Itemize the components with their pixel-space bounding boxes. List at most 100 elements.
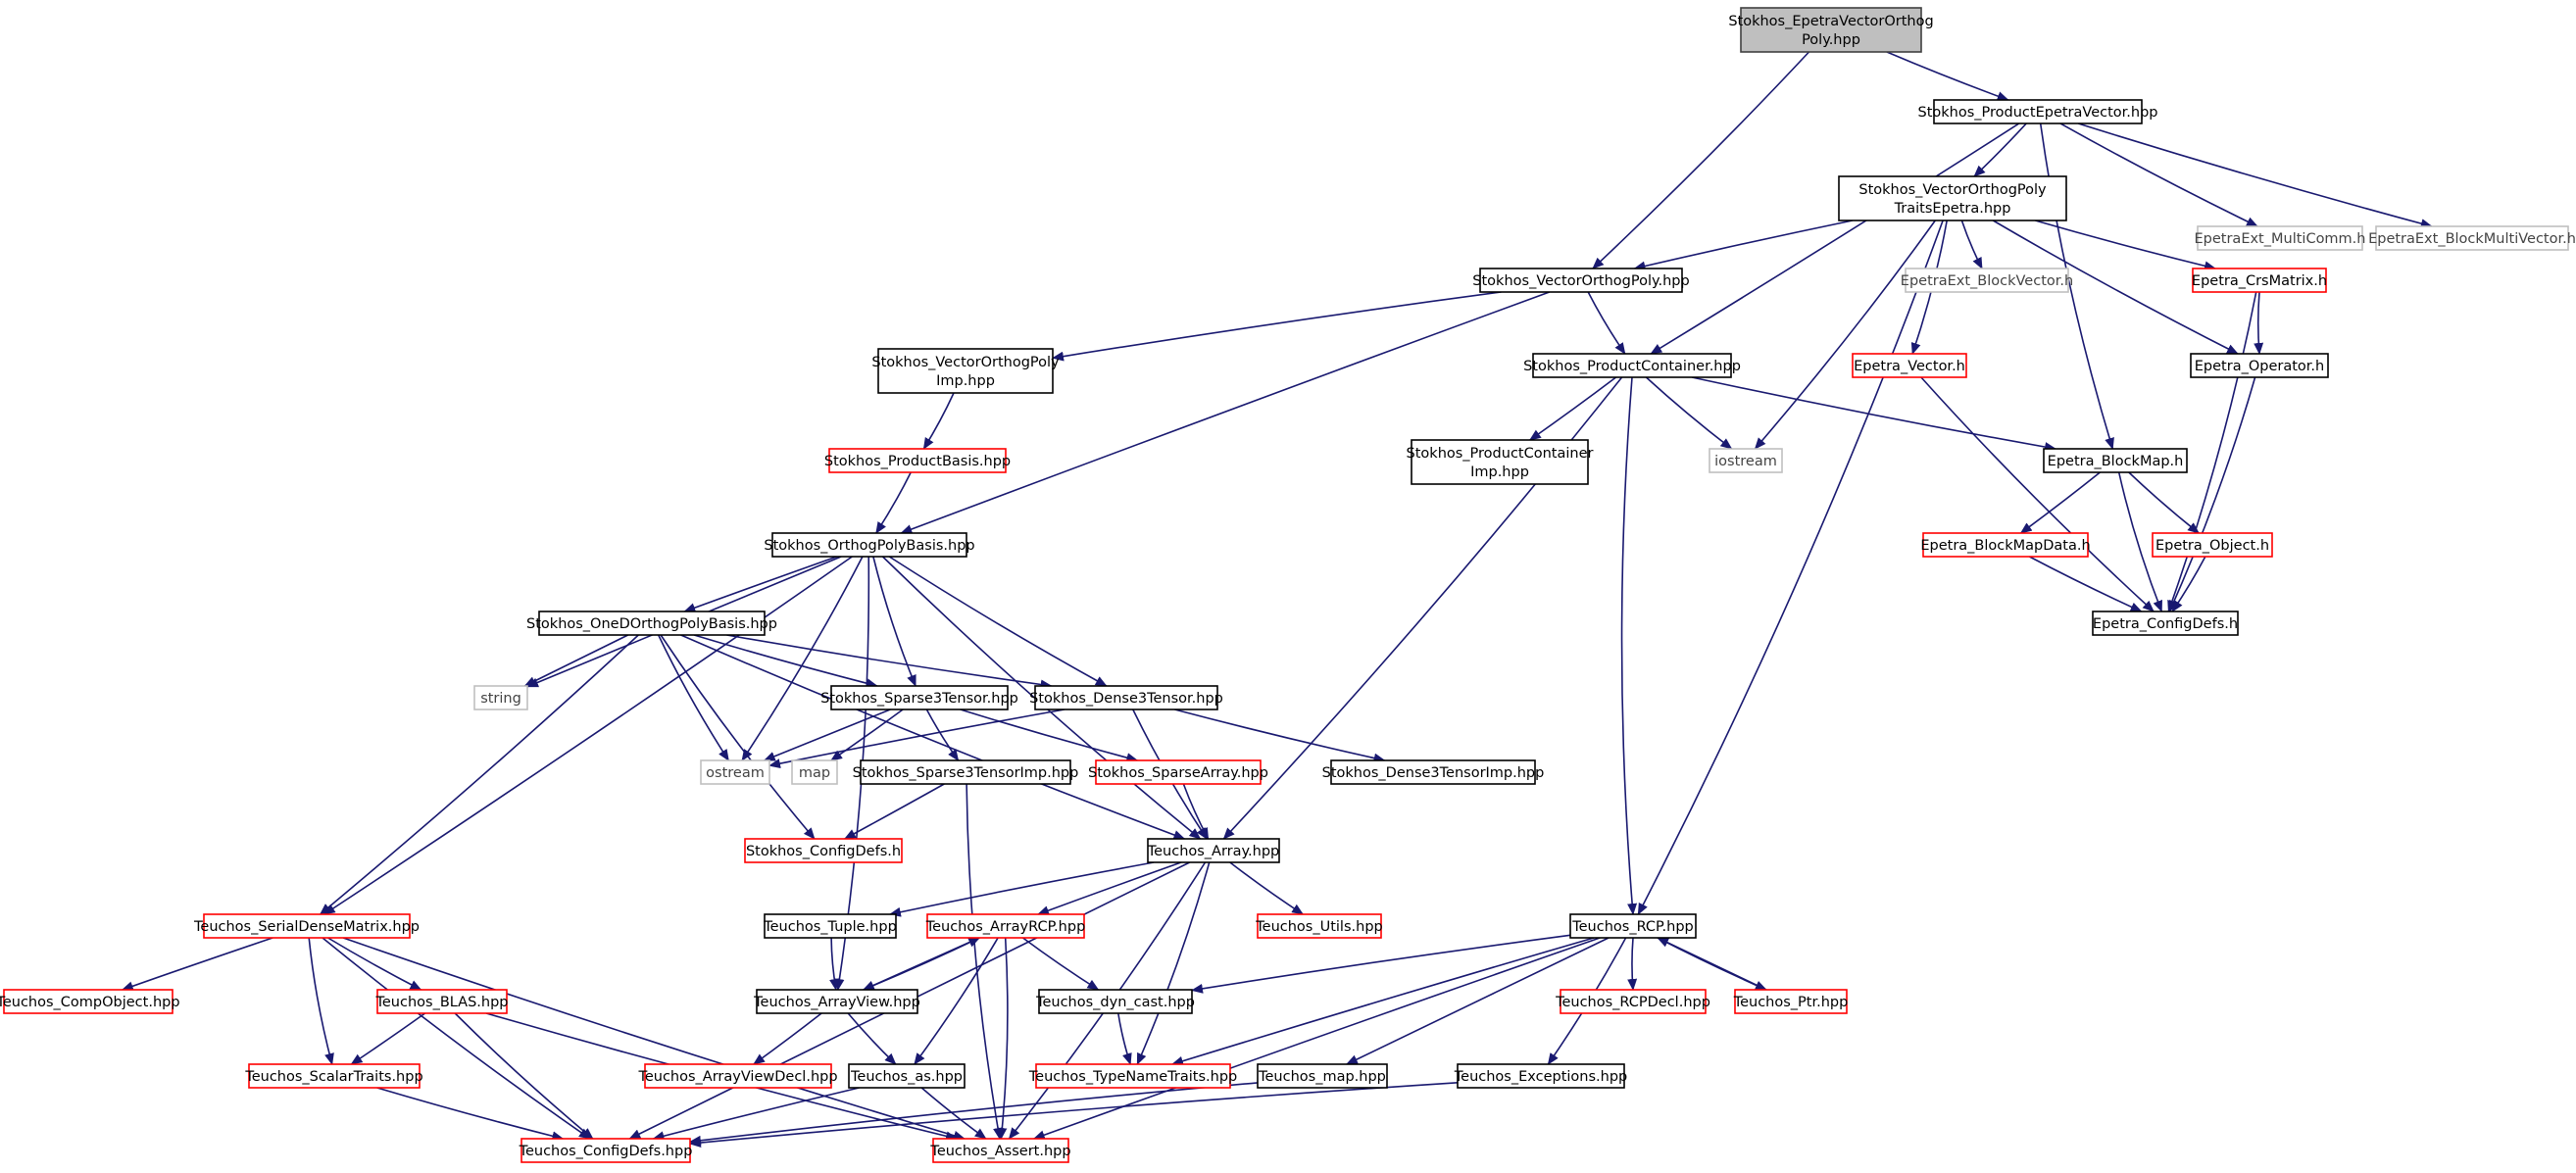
node-pev[interactable]: Stokhos_ProductEpetraVector.hpp <box>1918 99 2158 124</box>
edge-pc-to-rcp <box>1620 376 1638 915</box>
node-box <box>791 759 838 785</box>
node-onedopb[interactable]: Stokhos_OneDOrthogPolyBasis.hpp <box>526 611 777 636</box>
edge-votpe-to-eop <box>1992 220 2239 355</box>
node-label: Stokhos_Dense3TensorImp.hpp <box>1322 765 1545 781</box>
node-blas[interactable]: Teuchos_BLAS.hpp <box>374 989 509 1014</box>
node-label: Poly.hpp <box>1802 32 1860 48</box>
node-blockvec: EpetraExt_BlockVector.h <box>1901 268 2073 293</box>
node-d3timp[interactable]: Stokhos_Dense3TensorImp.hpp <box>1322 759 1545 785</box>
node-d3t[interactable]: Stokhos_Dense3Tensor.hpp <box>1029 685 1223 710</box>
node-box <box>1734 989 1848 1014</box>
edge-eobj-to-econfig <box>2171 556 2206 612</box>
node-label: Epetra_Operator.h <box>2195 359 2324 374</box>
node-box <box>3 989 173 1014</box>
node-sconfig[interactable]: Stokhos_ConfigDefs.h <box>744 838 903 863</box>
node-box <box>744 838 903 863</box>
node-tconfig[interactable]: Teuchos_ConfigDefs.hpp <box>519 1138 693 1163</box>
node-box <box>828 448 1007 473</box>
node-avdecl[interactable]: Teuchos_ArrayViewDecl.hpp <box>637 1063 838 1089</box>
node-label: Imp.hpp <box>936 373 995 389</box>
node-arcp[interactable]: Teuchos_ArrayRCP.hpp <box>925 913 1086 939</box>
edge-pev-to-blockmap <box>2039 122 2114 450</box>
node-s3timp[interactable]: Stokhos_Sparse3TensorImp.hpp <box>853 759 1079 785</box>
node-label: Stokhos_ConfigDefs.h <box>746 844 901 859</box>
node-label: Teuchos_ArrayRCP.hpp <box>925 919 1086 935</box>
node-label: Teuchos_ArrayView.hpp <box>753 995 920 1010</box>
node-eobj[interactable]: Epetra_Object.h <box>2152 532 2273 558</box>
node-box <box>520 1138 691 1163</box>
node-pb[interactable]: Stokhos_ProductBasis.hpp <box>824 448 1011 473</box>
node-eop[interactable]: Epetra_Operator.h <box>2190 353 2329 378</box>
node-box <box>771 532 967 558</box>
node-vop[interactable]: Stokhos_VectorOrthogPoly.hpp <box>1472 268 1690 293</box>
edge-as-to-assert <box>920 1087 987 1140</box>
node-box <box>756 989 918 1014</box>
node-sparr[interactable]: Stokhos_SparseArray.hpp <box>1088 759 1268 785</box>
node-rcp[interactable]: Teuchos_RCP.hpp <box>1569 913 1697 939</box>
node-crs[interactable]: Epetra_CrsMatrix.h <box>2192 268 2327 293</box>
node-box <box>2152 532 2273 558</box>
node-blockmap[interactable]: Epetra_BlockMap.h <box>2043 448 2188 473</box>
edge-root-to-pev <box>1886 51 2009 101</box>
node-ptr[interactable]: Teuchos_Ptr.hpp <box>1733 989 1849 1014</box>
node-tarray[interactable]: Teuchos_Array.hpp <box>1147 838 1280 863</box>
node-box <box>2190 353 2329 378</box>
node-assert[interactable]: Teuchos_Assert.hpp <box>929 1138 1071 1163</box>
node-label: Teuchos_Assert.hpp <box>929 1144 1070 1159</box>
node-box <box>848 1063 966 1089</box>
node-aview[interactable]: Teuchos_ArrayView.hpp <box>753 989 920 1014</box>
node-box <box>1933 99 2143 124</box>
node-box <box>1330 759 1536 785</box>
node-econfig[interactable]: Epetra_ConfigDefs.h <box>2092 611 2239 636</box>
edge-aview-to-arcp <box>863 937 981 991</box>
node-tuple[interactable]: Teuchos_Tuple.hpp <box>763 913 897 939</box>
node-box <box>2043 448 2188 473</box>
node-label: Imp.hpp <box>1470 464 1529 480</box>
node-label: Teuchos_BLAS.hpp <box>374 995 508 1010</box>
edge-as-to-tconfig <box>652 1087 860 1142</box>
node-tmap[interactable]: Teuchos_map.hpp <box>1257 1063 1388 1089</box>
node-label: map <box>799 765 830 781</box>
node-tnt[interactable]: Teuchos_TypeNameTraits.hpp <box>1028 1063 1237 1089</box>
edge-pc-to-pcimp <box>1528 376 1617 441</box>
node-dyncast[interactable]: Teuchos_dyn_cast.hpp <box>1035 989 1195 1014</box>
node-opb[interactable]: Stokhos_OrthogPolyBasis.hpp <box>764 532 975 558</box>
node-box <box>1038 989 1193 1014</box>
edge-tarray-to-tuple <box>888 861 1155 917</box>
node-utils[interactable]: Teuchos_Utils.hpp <box>1255 913 1383 939</box>
node-label: Stokhos_ProductBasis.hpp <box>824 454 1011 469</box>
edge-exc-to-tconfig <box>689 1082 1459 1149</box>
node-sdm[interactable]: Teuchos_SerialDenseMatrix.hpp <box>193 913 420 939</box>
node-box <box>877 348 1054 394</box>
edge-pev-to-pc <box>1650 122 2020 355</box>
node-box <box>1905 268 2069 293</box>
node-label: TraitsEpetra.hpp <box>1894 201 2011 217</box>
node-label: EpetraExt_MultiComm.h <box>2195 231 2366 247</box>
node-as[interactable]: Teuchos_as.hpp <box>848 1063 966 1089</box>
node-rcpdecl[interactable]: Teuchos_RCPDecl.hpp <box>1555 989 1710 1014</box>
node-string: string <box>473 685 528 710</box>
node-evec[interactable]: Epetra_Vector.h <box>1852 353 1967 378</box>
node-bmd[interactable]: Epetra_BlockMapData.h <box>1920 532 2091 558</box>
node-pc[interactable]: Stokhos_ProductContainer.hpp <box>1523 353 1741 378</box>
node-label: iostream <box>1714 454 1777 469</box>
node-s3t[interactable]: Stokhos_Sparse3Tensor.hpp <box>820 685 1018 710</box>
node-label: Stokhos_VectorOrthogPoly.hpp <box>1472 273 1689 289</box>
edge-s3t-to-sparr <box>960 709 1139 763</box>
node-label: EpetraExt_BlockVector.h <box>1901 273 2073 289</box>
node-ostream: ostream <box>700 759 770 785</box>
node-box <box>1479 268 1683 293</box>
node-exc[interactable]: Teuchos_Exceptions.hpp <box>1454 1063 1627 1089</box>
node-box <box>1035 1063 1231 1089</box>
node-straits[interactable]: Teuchos_ScalarTraits.hpp <box>244 1063 423 1089</box>
edge-opb-to-d3t <box>888 556 1108 687</box>
node-box <box>1838 175 2067 221</box>
node-box <box>2375 225 2569 251</box>
node-compobj[interactable]: Teuchos_CompObject.hpp <box>0 989 180 1014</box>
edge-vop-to-vopimp <box>1052 291 1502 362</box>
edge-ptr-to-rcp <box>1657 937 1767 991</box>
